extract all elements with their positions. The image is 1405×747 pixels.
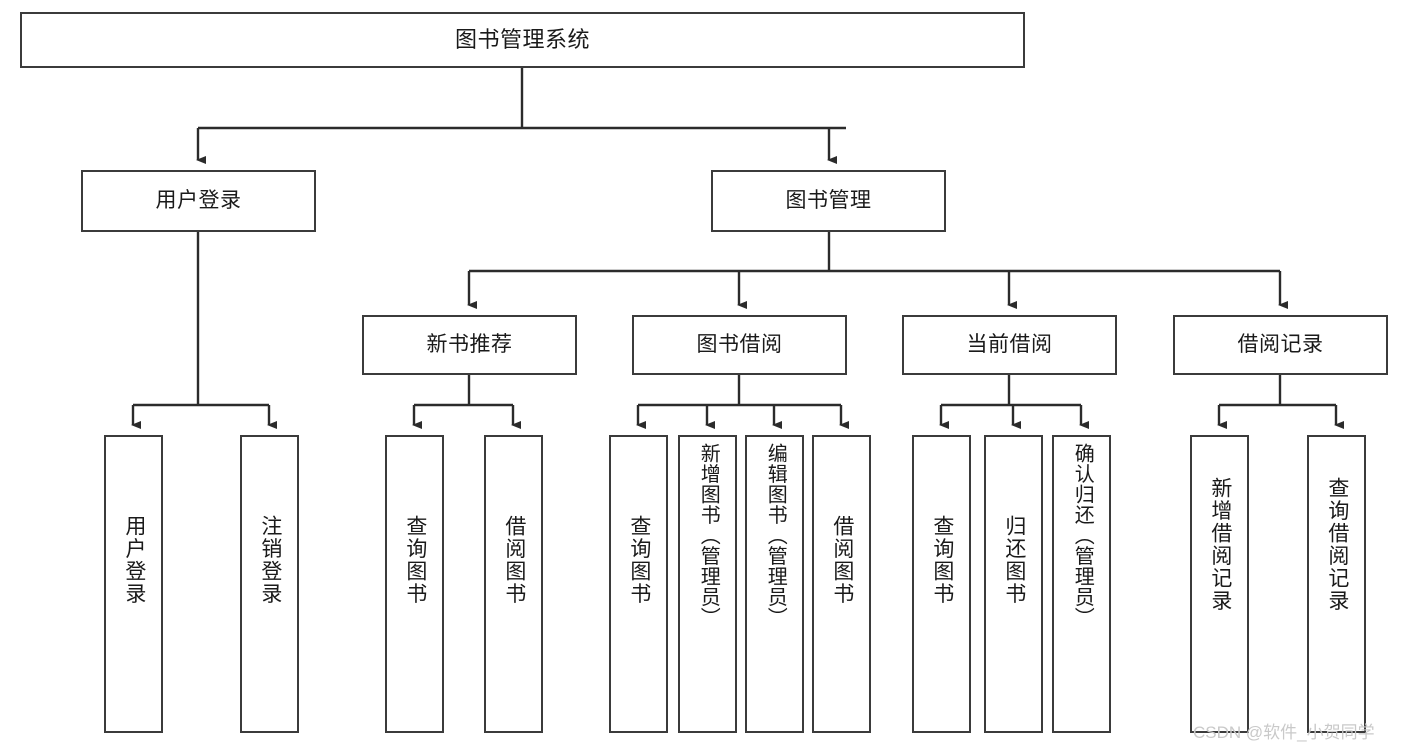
node-leaf-query-book-3[interactable]: 查询图书 — [912, 435, 971, 733]
node-borrow-record[interactable]: 借阅记录 — [1173, 315, 1388, 375]
csdn-watermark: CSDN @软件_小贺同学 — [1193, 723, 1375, 742]
node-root-label: 图书管理系统 — [454, 27, 590, 53]
node-leaf-add-record-label: 新增借阅记录 — [1208, 477, 1232, 612]
node-book-manage-label: 图书管理 — [785, 188, 872, 212]
node-leaf-query-book-1-label: 查询图书 — [403, 515, 427, 605]
node-leaf-confirm-return-label: 确认归还（管理员） — [1071, 443, 1094, 628]
node-leaf-query-record[interactable]: 查询借阅记录 — [1307, 435, 1366, 733]
node-leaf-user-login-label: 用户登录 — [122, 515, 146, 605]
node-user-login[interactable]: 用户登录 — [81, 170, 316, 232]
node-leaf-user-logout[interactable]: 注销登录 — [240, 435, 299, 733]
node-leaf-user-logout-label: 注销登录 — [258, 515, 282, 605]
node-leaf-return-book[interactable]: 归还图书 — [984, 435, 1043, 733]
node-leaf-borrow-book-1-label: 借阅图书 — [502, 515, 526, 605]
node-leaf-add-record[interactable]: 新增借阅记录 — [1190, 435, 1249, 733]
node-leaf-borrow-book-1[interactable]: 借阅图书 — [484, 435, 543, 733]
node-user-login-label: 用户登录 — [155, 188, 242, 212]
node-leaf-query-book-3-label: 查询图书 — [930, 515, 954, 605]
node-current-borrow-label: 当前借阅 — [966, 332, 1053, 356]
node-book-borrow[interactable]: 图书借阅 — [632, 315, 847, 375]
node-book-borrow-label: 图书借阅 — [696, 332, 783, 356]
node-new-book-recommend-label: 新书推荐 — [426, 332, 513, 356]
node-leaf-edit-book[interactable]: 编辑图书（管理员） — [745, 435, 804, 733]
node-leaf-query-book-2[interactable]: 查询图书 — [609, 435, 668, 733]
node-leaf-query-record-label: 查询借阅记录 — [1325, 477, 1349, 612]
node-root[interactable]: 图书管理系统 — [20, 12, 1025, 68]
node-leaf-query-book-1[interactable]: 查询图书 — [385, 435, 444, 733]
node-leaf-query-book-2-label: 查询图书 — [627, 515, 651, 605]
node-leaf-borrow-book-2[interactable]: 借阅图书 — [812, 435, 871, 733]
node-borrow-record-label: 借阅记录 — [1237, 332, 1324, 356]
node-leaf-edit-book-label: 编辑图书（管理员） — [764, 443, 787, 628]
node-leaf-return-book-label: 归还图书 — [1002, 515, 1026, 605]
node-leaf-confirm-return[interactable]: 确认归还（管理员） — [1052, 435, 1111, 733]
node-leaf-add-book-label: 新增图书（管理员） — [697, 443, 720, 628]
node-current-borrow[interactable]: 当前借阅 — [902, 315, 1117, 375]
node-leaf-user-login[interactable]: 用户登录 — [104, 435, 163, 733]
node-leaf-add-book[interactable]: 新增图书（管理员） — [678, 435, 737, 733]
node-leaf-borrow-book-2-label: 借阅图书 — [830, 515, 854, 605]
node-new-book-recommend[interactable]: 新书推荐 — [362, 315, 577, 375]
node-book-manage[interactable]: 图书管理 — [711, 170, 946, 232]
